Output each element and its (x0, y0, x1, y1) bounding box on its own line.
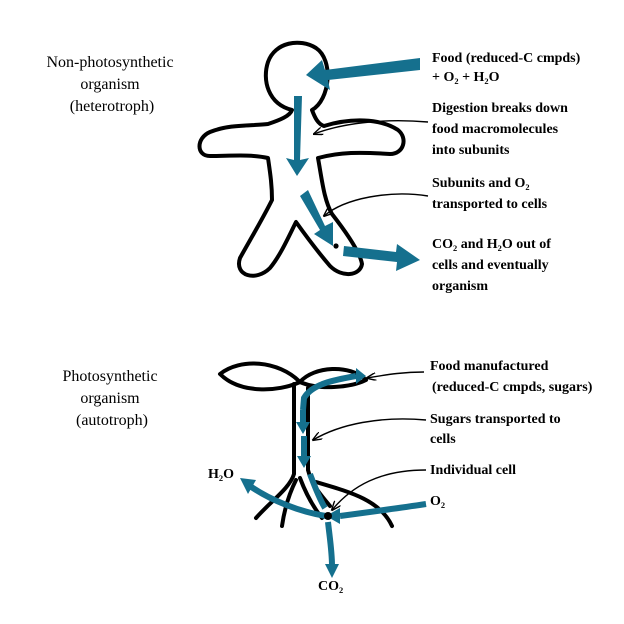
autotroph-section: Photosynthetic organism (autotroph) (62, 359, 592, 594)
cell-to-co2-arrow (325, 521, 335, 567)
co2-arrowhead (325, 564, 339, 578)
o2-to-cell-arrow (339, 501, 427, 519)
root-right (314, 480, 394, 528)
sugars-label: Sugars transported to cells (430, 412, 564, 447)
leaf-arrowhead (356, 368, 366, 384)
stem-left (254, 382, 296, 520)
autotroph-title: Photosynthetic organism (autotroph) (62, 368, 161, 429)
co2-out-arrow (343, 244, 420, 271)
heterotroph-title: Non-photosynthetic organism (heterotroph… (46, 54, 177, 115)
subunits-arrow (300, 190, 333, 246)
out-label: CO₂ and H₂O out of cells and eventually … (432, 237, 554, 294)
subunits-label: Subunits and O₂ transported to cells (432, 176, 548, 212)
h2o-label: H₂O (208, 467, 234, 482)
subunits-pointer (324, 193, 429, 216)
heterotroph-section: Non-photosynthetic organism (heterotroph… (46, 40, 584, 294)
cell-to-h2o-arrow (248, 483, 327, 519)
stem-lower-arrowhead (297, 456, 311, 468)
digestion-label: Digestion breaks down food macromolecule… (432, 101, 571, 158)
stem-to-cell-arrow (307, 472, 328, 510)
leaf-to-stem-arrow (300, 373, 357, 411)
h2o-arrowhead (240, 478, 256, 494)
food-in-arrow (306, 58, 420, 90)
digestion-pointer (314, 120, 429, 134)
individual-cell-label: Individual cell (430, 463, 516, 478)
stem-right (306, 386, 332, 508)
food-label: Food (reduced-C cmpds) + O₂ + H₂O (432, 51, 584, 85)
food-manufactured-pointer (367, 371, 425, 378)
o2-label: O₂ (430, 494, 445, 509)
left-leaf (218, 361, 302, 392)
digestion-down-arrow (286, 96, 309, 176)
individual-cell-dot (324, 512, 332, 520)
cell-dot (333, 243, 339, 249)
co2-label: CO₂ (318, 579, 343, 594)
stem-upper-arrowhead (296, 422, 310, 434)
heterotroph-body-outline (197, 40, 406, 278)
food-manufactured-label: Food manufactured (reduced-C cmpds, suga… (430, 359, 593, 395)
individual-cell-pointer (332, 469, 427, 510)
sugars-pointer (313, 418, 427, 440)
